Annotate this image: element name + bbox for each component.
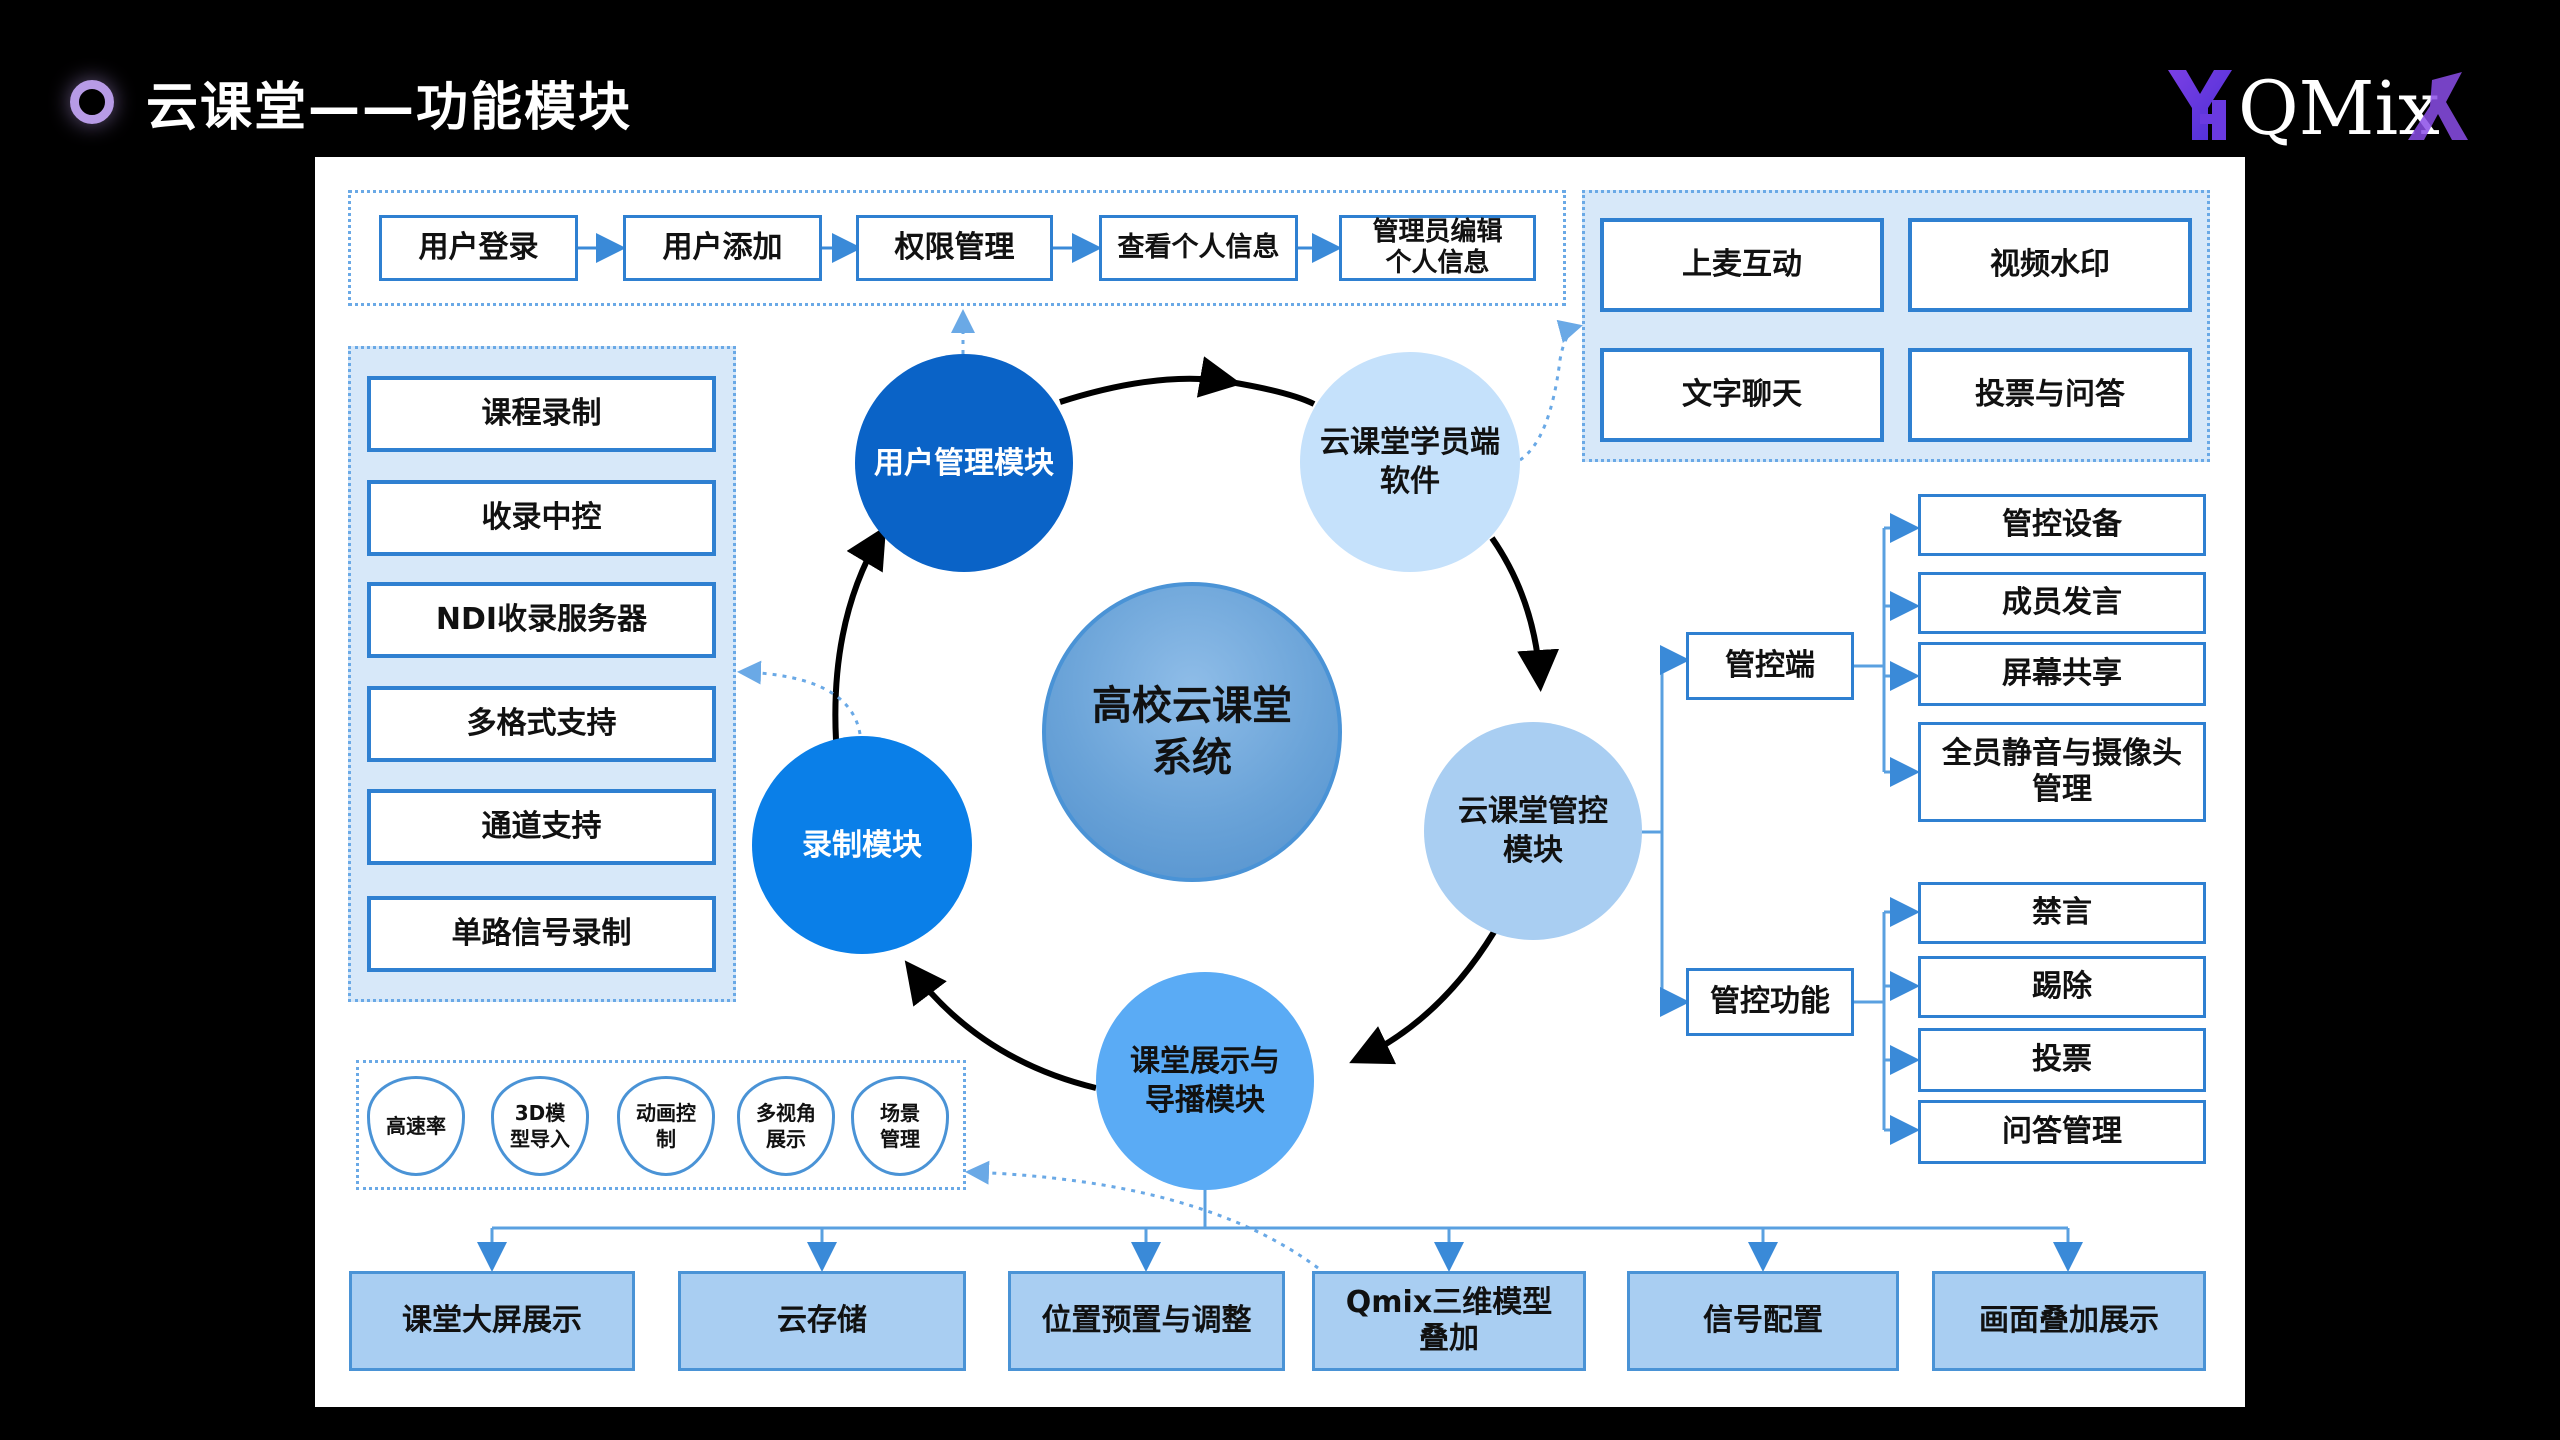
qmix-feature-3d: 3D模 型导入	[491, 1076, 589, 1176]
display-module-circle: 课堂展示与 导播模块	[1096, 972, 1314, 1190]
qmix-feature-3d-line1: 3D模	[514, 1101, 566, 1125]
qmix-feature-speed: 高速率	[367, 1076, 465, 1176]
control-item-device: 管控设备	[1918, 494, 2206, 556]
control-item-share: 屏幕共享	[1918, 642, 2206, 706]
admin-edit-line1: 管理员编辑	[1372, 216, 1503, 247]
output-cloud-storage: 云存储	[678, 1271, 966, 1371]
record-feature-4: 多格式支持	[367, 686, 716, 762]
function-item-vote: 投票	[1918, 1028, 2206, 1092]
output-bigscreen: 课堂大屏展示	[349, 1271, 635, 1371]
output-qmix-line2: 叠加	[1419, 1321, 1479, 1356]
admin-edit-line2: 个人信息	[1385, 248, 1490, 278]
display-module-line2: 导播模块	[1145, 1083, 1265, 1118]
record-feature-2: 收录中控	[367, 480, 716, 556]
user-flow-group	[348, 190, 1566, 306]
user-module-circle: 用户管理模块	[855, 354, 1073, 572]
student-feature-watermark: 视频水印	[1908, 218, 2192, 312]
qmix-logo: QMix	[2168, 66, 2468, 146]
student-feature-mic: 上麦互动	[1600, 218, 1884, 312]
qmix-feature-scene: 场景 管理	[851, 1076, 949, 1176]
page-title: 云课堂——功能模块	[146, 77, 633, 138]
output-preset: 位置预置与调整	[1008, 1271, 1285, 1371]
qmix-feature-view-line2: 展示	[766, 1127, 806, 1151]
admin-edit-box: 管理员编辑 个人信息	[1339, 215, 1536, 281]
qmix-feature-speed-line1: 高速率	[386, 1114, 446, 1138]
record-feature-3: NDI收录服务器	[367, 582, 716, 658]
control-item-speak: 成员发言	[1918, 572, 2206, 634]
control-module-circle: 云课堂管控 模块	[1424, 722, 1642, 940]
control-module-line2: 模块	[1503, 833, 1563, 868]
qmix-feature-scene-line2: 管理	[880, 1127, 920, 1151]
control-module-line1: 云课堂管控	[1458, 794, 1608, 829]
student-feature-vote: 投票与问答	[1908, 348, 2192, 442]
record-features-group	[348, 346, 736, 1002]
qmix-feature-scene-line1: 场景	[880, 1101, 920, 1125]
record-feature-6: 单路信号录制	[367, 896, 716, 972]
display-module-line1: 课堂展示与	[1130, 1044, 1280, 1079]
center-line2: 系统	[1152, 735, 1232, 781]
view-profile-box: 查看个人信息	[1099, 215, 1298, 281]
user-login-box: 用户登录	[379, 215, 578, 281]
title-bar: 云课堂——功能模块	[70, 70, 632, 138]
function-item-kick: 踢除	[1918, 956, 2206, 1018]
qmix-features-group	[356, 1060, 966, 1190]
center-line1: 高校云课堂	[1092, 683, 1292, 729]
output-qmix-overlay: Qmix三维模型 叠加	[1312, 1271, 1586, 1371]
control-item-mute-line1: 全员静音与摄像头	[1942, 736, 2182, 771]
user-add-box: 用户添加	[623, 215, 822, 281]
control-item-mute-line2: 管理	[2032, 772, 2092, 807]
control-function-box: 管控功能	[1686, 968, 1854, 1036]
output-qmix-line1: Qmix三维模型	[1345, 1285, 1553, 1320]
qmix-feature-anim: 动画控 制	[617, 1076, 715, 1176]
output-overlay-display: 画面叠加展示	[1932, 1271, 2206, 1371]
student-module-circle: 云课堂学员端 软件	[1300, 352, 1520, 572]
student-feature-chat: 文字聊天	[1600, 348, 1884, 442]
qmix-feature-anim-line1: 动画控	[636, 1101, 696, 1125]
student-module-line1: 云课堂学员端	[1320, 425, 1500, 460]
function-item-qa: 问答管理	[1918, 1100, 2206, 1164]
svg-text:QMix: QMix	[2238, 66, 2440, 146]
qmix-feature-anim-line2: 制	[656, 1127, 676, 1151]
record-feature-5: 通道支持	[367, 789, 716, 865]
qmix-feature-view-line1: 多视角	[756, 1101, 816, 1125]
output-signal-config: 信号配置	[1627, 1271, 1899, 1371]
permission-box: 权限管理	[856, 215, 1053, 281]
function-item-ban: 禁言	[1918, 882, 2206, 944]
record-feature-1: 课程录制	[367, 376, 716, 452]
control-item-mute: 全员静音与摄像头 管理	[1918, 722, 2206, 822]
center-system-circle: 高校云课堂 系统	[1042, 582, 1342, 882]
student-module-line2: 软件	[1380, 464, 1440, 499]
qmix-feature-view: 多视角 展示	[737, 1076, 835, 1176]
record-module-circle: 录制模块	[752, 736, 972, 954]
control-terminal-box: 管控端	[1686, 632, 1854, 700]
qmix-feature-3d-line2: 型导入	[510, 1127, 570, 1151]
bullet-ring-icon	[70, 80, 114, 124]
